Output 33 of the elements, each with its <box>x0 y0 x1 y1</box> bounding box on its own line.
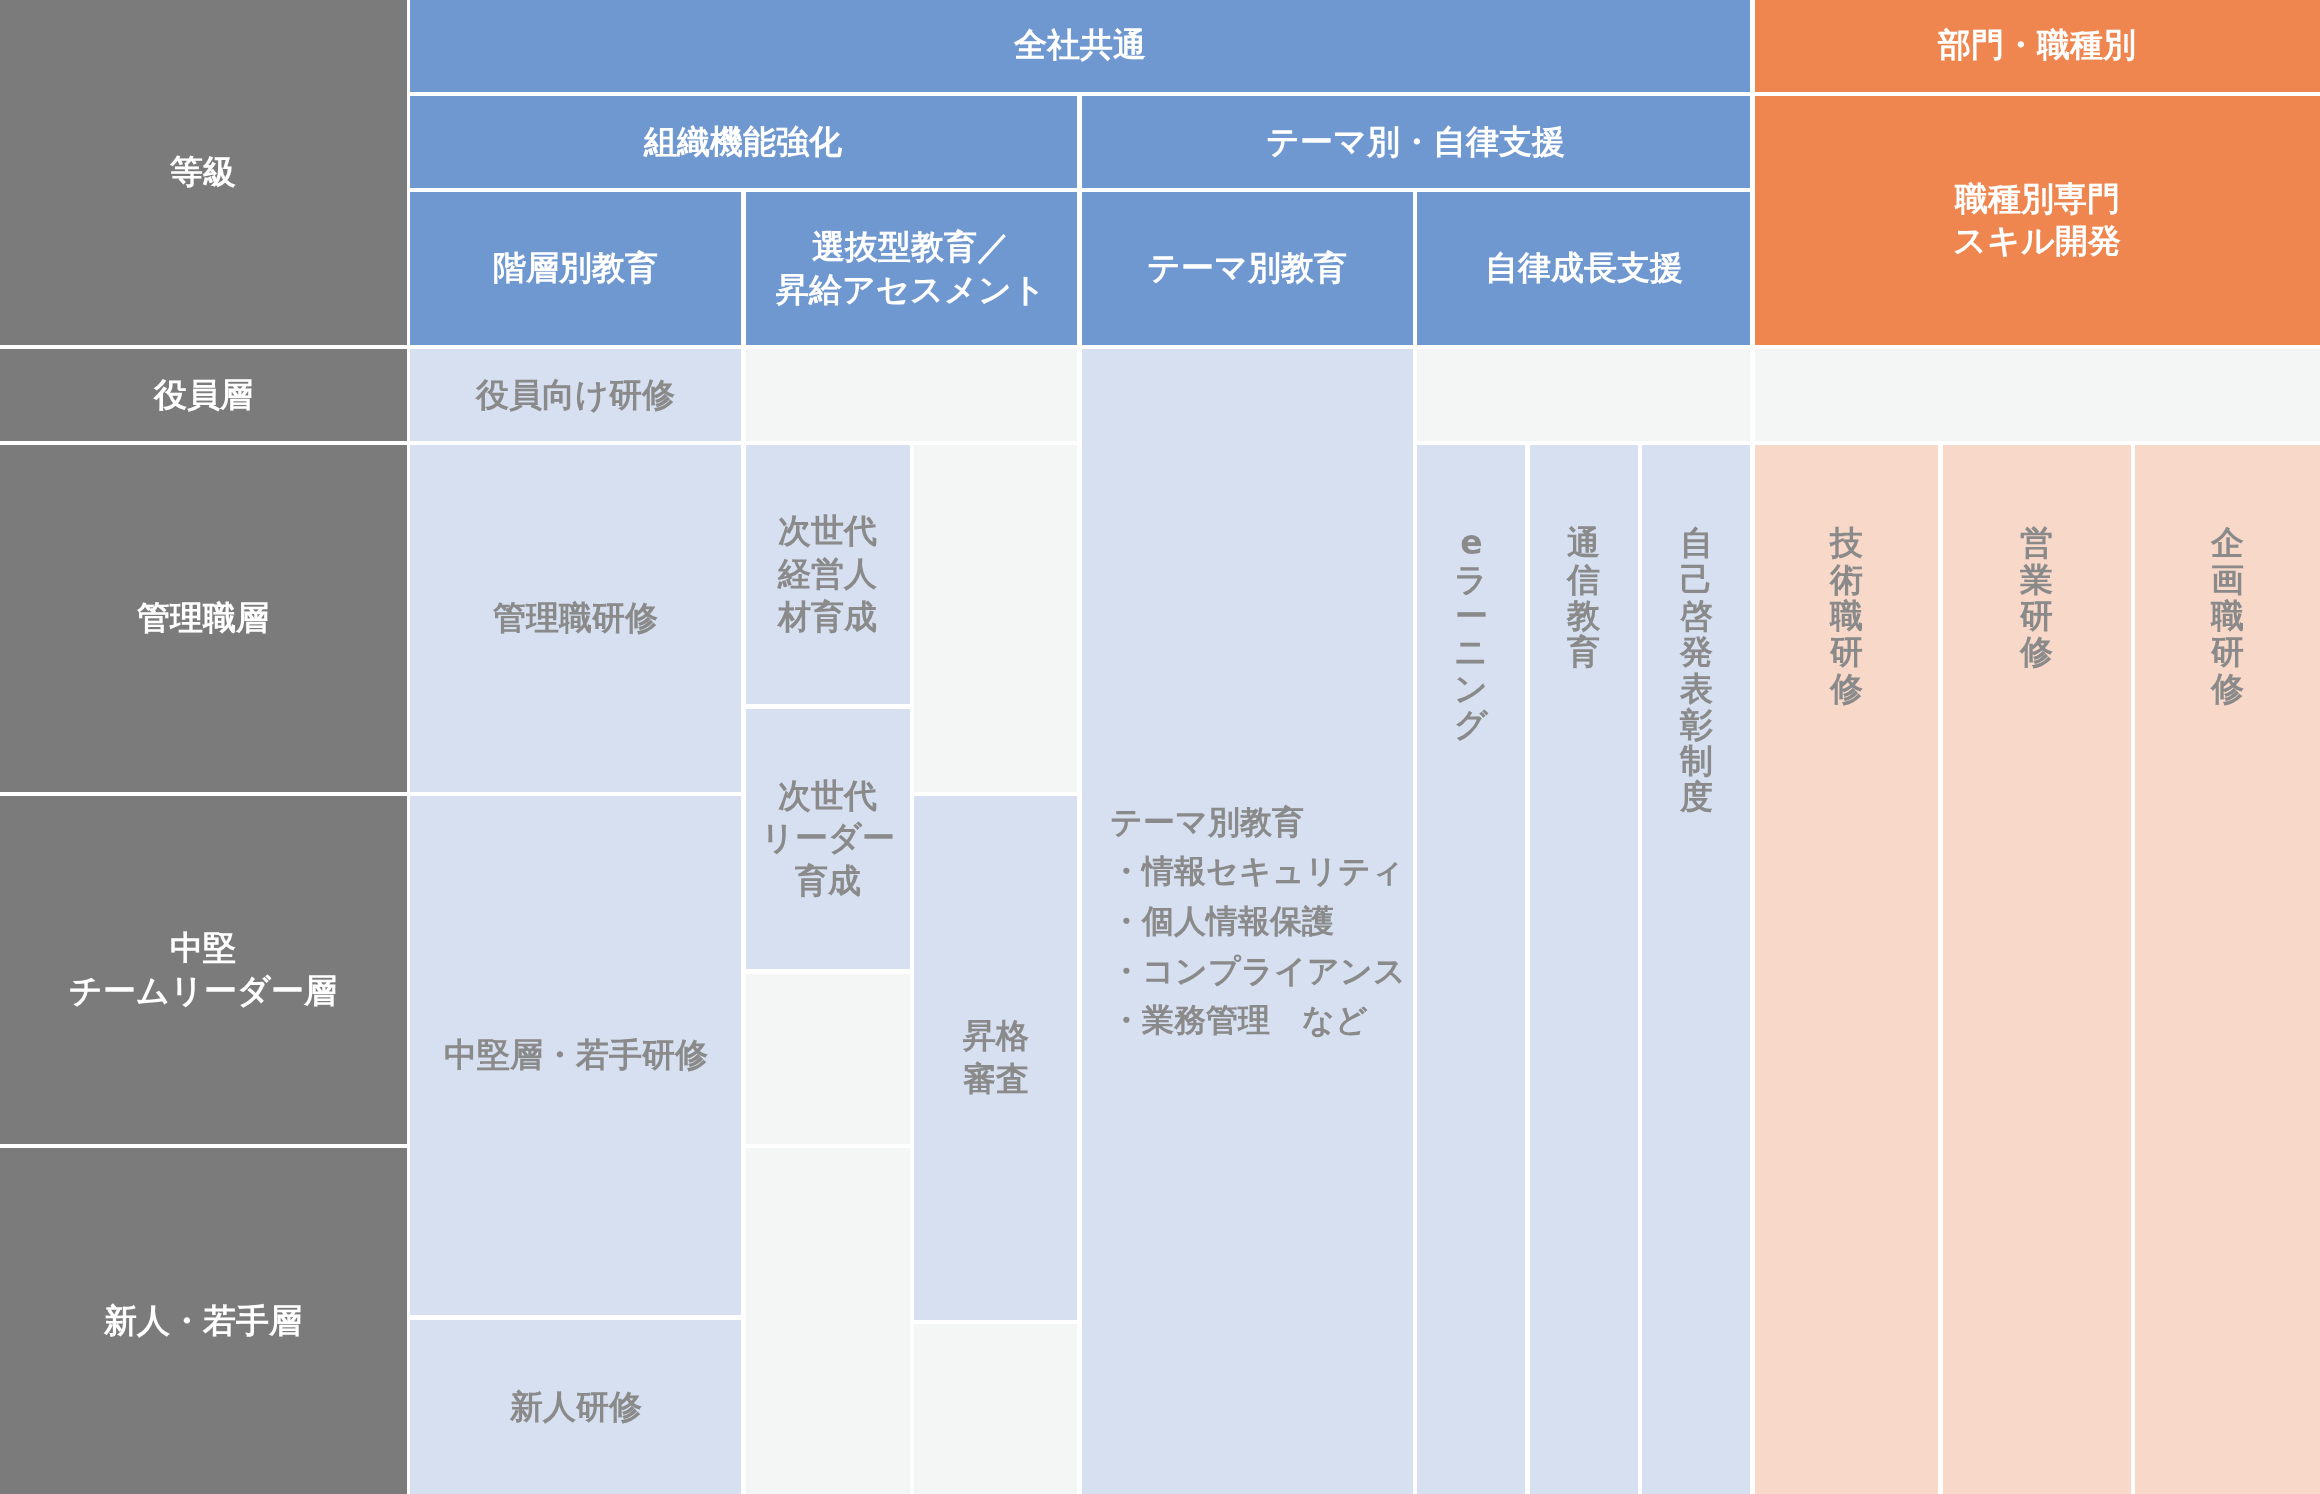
program-cell: eラーニング <box>1417 445 1526 1494</box>
program-cell <box>1081 349 1413 1494</box>
program-cell: 役員向け研修 <box>409 349 742 441</box>
header-cell: 選抜型教育／昇給アセスメント <box>745 192 1078 345</box>
program-cell: 自己啓発表彰制度 <box>1642 445 1751 1494</box>
program-cell: 営業研修 <box>1942 445 2131 1494</box>
row-header: 管理職層 <box>0 445 407 792</box>
program-cell: 通信教育 <box>1529 445 1638 1494</box>
header-cell: 職種別専門スキル開発 <box>1754 96 2320 345</box>
row-header: 中堅チームリーダー層 <box>0 796 407 1144</box>
list-item: ・業務管理 など <box>1109 1000 1368 1042</box>
program-cell: 次世代経営人材育成 <box>745 445 910 705</box>
list-item: ・情報セキュリティ <box>1109 851 1404 893</box>
program-cell: 中堅層・若手研修 <box>409 796 742 1316</box>
program-cell: 昇格審査 <box>914 796 1078 1320</box>
header-cell: 自律成長支援 <box>1417 192 1751 345</box>
list-heading: テーマ別教育 <box>1109 801 1304 843</box>
header-cell: 部門・職種別 <box>1754 0 2320 92</box>
program-cell: 管理職研修 <box>409 445 742 792</box>
program-cell: 新人研修 <box>409 1319 742 1494</box>
header-cell: テーマ別教育 <box>1081 192 1413 345</box>
program-cell: 技術職研修 <box>1754 445 1939 1494</box>
header-cell: 組織機能強化 <box>409 96 1078 188</box>
header-cell: テーマ別・自律支援 <box>1081 96 1751 188</box>
row-header: 役員層 <box>0 349 407 441</box>
header-cell: 全社共通 <box>409 0 1751 92</box>
list-item: ・コンプライアンス <box>1109 950 1406 992</box>
list-item: ・個人情報保護 <box>1109 900 1334 942</box>
program-cell: 企画職研修 <box>2135 445 2320 1494</box>
program-cell: 次世代リーダー育成 <box>745 708 910 970</box>
header-cell: 階層別教育 <box>409 192 742 345</box>
row-header: 新人・若手層 <box>0 1148 407 1494</box>
column-header: 等級 <box>0 0 407 345</box>
